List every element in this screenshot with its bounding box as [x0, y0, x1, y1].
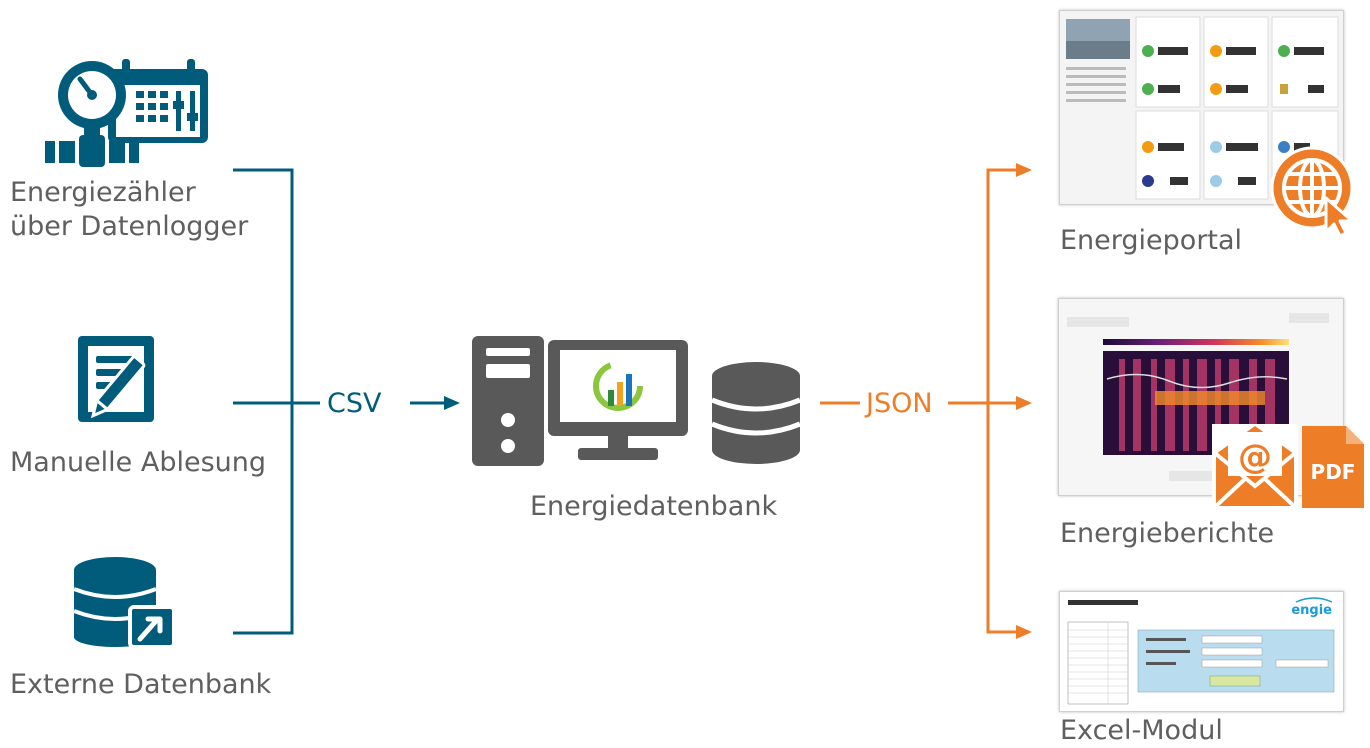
pdf-text: PDF: [1311, 460, 1356, 484]
source-label-meter-line1: Energiezähler: [10, 177, 196, 208]
excel-modul-thumbnail: engie: [1059, 591, 1344, 712]
database-icon: [712, 362, 800, 464]
arrow-to-portal: [1016, 163, 1032, 177]
arrow-to-excel: [1016, 625, 1032, 639]
json-label: JSON: [866, 388, 933, 419]
center-label: Energiedatenbank: [530, 491, 778, 522]
output-label-excel: Excel-Modul: [1060, 715, 1223, 746]
source-label-meter: Energiezähler über Datenlogger: [10, 176, 248, 245]
email-icon: @: [1212, 424, 1298, 510]
meter-calendar-icon: [42, 59, 208, 167]
source-label-manual: Manuelle Ablesung: [10, 447, 267, 478]
excel-sheet-preview: engie: [1060, 592, 1343, 711]
heatmap-report-preview: [1059, 299, 1343, 495]
globe-cursor-icon: [1270, 146, 1354, 238]
email-at-sign: @: [1238, 437, 1272, 477]
csv-label: CSV: [327, 388, 382, 419]
source-label-external: Externe Datenbank: [10, 669, 272, 700]
energieberichte-thumbnail: [1058, 298, 1344, 496]
form-edit-icon: [78, 336, 154, 422]
output-bracket: [820, 168, 1018, 634]
external-database-icon: [74, 557, 176, 647]
monitor-analytics-icon: [548, 340, 688, 460]
server-tower-icon: [472, 336, 544, 466]
engie-logo-text: engie: [1291, 603, 1332, 618]
pdf-icon: PDF: [1302, 426, 1364, 508]
arrow-to-reports: [1016, 396, 1032, 410]
source-bracket: [233, 168, 448, 635]
csv-arrowhead: [444, 396, 460, 410]
output-label-portal: Energieportal: [1060, 225, 1243, 256]
output-label-reports: Energieberichte: [1060, 518, 1275, 549]
source-label-meter-line2: über Datenlogger: [10, 211, 249, 243]
